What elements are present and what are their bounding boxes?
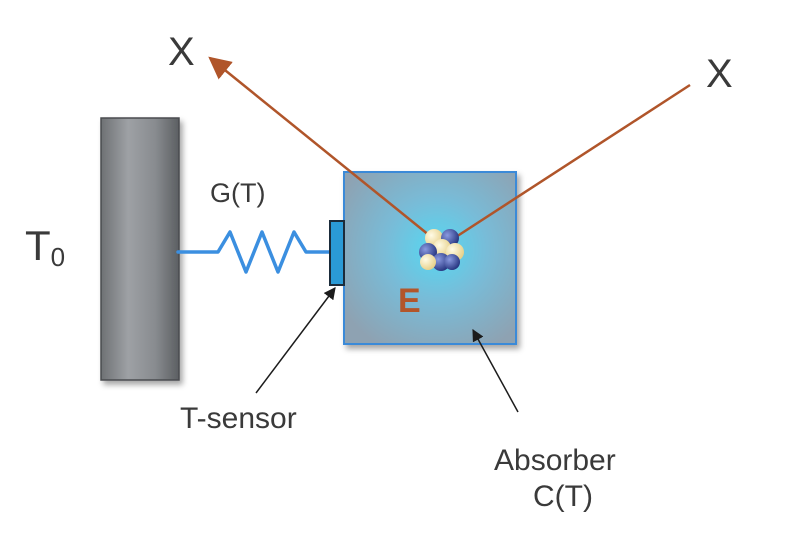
conductance-label: G(T) [210, 178, 266, 208]
heat-capacity-label: C(T) [533, 480, 593, 513]
xray-path-left [208, 56, 441, 245]
atomic-nucleus-icon [419, 229, 464, 271]
thermal-link-resistor [176, 230, 332, 274]
absorber-label: Absorber [494, 444, 616, 477]
temperature-sensor [329, 220, 345, 286]
incoming-xray-label: X [168, 30, 195, 74]
bath-temperature-label: T0 [25, 222, 65, 273]
absorber-pointer-arrow [472, 328, 519, 413]
bath-temperature-subscript: 0 [50, 242, 66, 272]
energy-label: E [398, 282, 421, 320]
outgoing-xray-label: X [706, 52, 733, 96]
sensor-label: T-sensor [180, 402, 297, 435]
sensor-pointer-arrow [255, 287, 336, 394]
bath-temperature-symbol: T [25, 222, 51, 269]
xray-path-right [441, 83, 691, 248]
heat-bath-block [100, 117, 180, 381]
